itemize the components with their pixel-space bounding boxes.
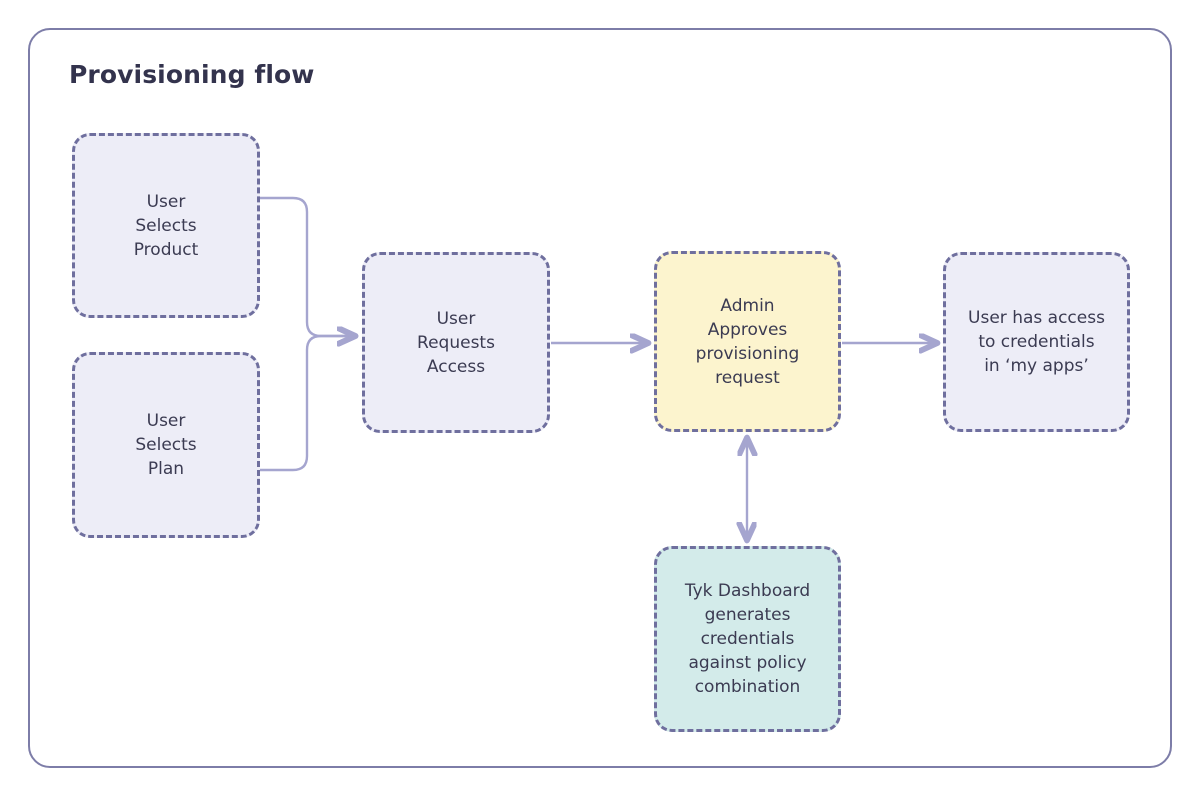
node-user-selects-product[interactable]: User Selects Product: [72, 133, 260, 318]
node-user-selects-plan-label: User Selects Plan: [135, 411, 197, 479]
node-user-requests-access[interactable]: User Requests Access: [362, 252, 550, 433]
node-tyk-dashboard[interactable]: Tyk Dashboard generates credentials agai…: [654, 546, 841, 732]
diagram-card-frame: [28, 28, 1172, 768]
node-user-has-access[interactable]: User has access to credentials in ‘my ap…: [943, 252, 1130, 432]
node-tyk-dashboard-label: Tyk Dashboard generates credentials agai…: [684, 581, 811, 697]
node-user-selects-plan[interactable]: User Selects Plan: [72, 352, 260, 538]
node-user-selects-product-label: User Selects Product: [133, 191, 199, 260]
node-admin-approves[interactable]: Admin Approves provisioning request: [654, 251, 841, 432]
node-admin-approves-label: Admin Approves provisioning request: [695, 295, 800, 388]
page-title: Provisioning flow: [69, 60, 315, 89]
node-user-has-access-label: User has access to credentials in ‘my ap…: [968, 308, 1105, 376]
node-user-requests-access-label: User Requests Access: [417, 308, 495, 377]
